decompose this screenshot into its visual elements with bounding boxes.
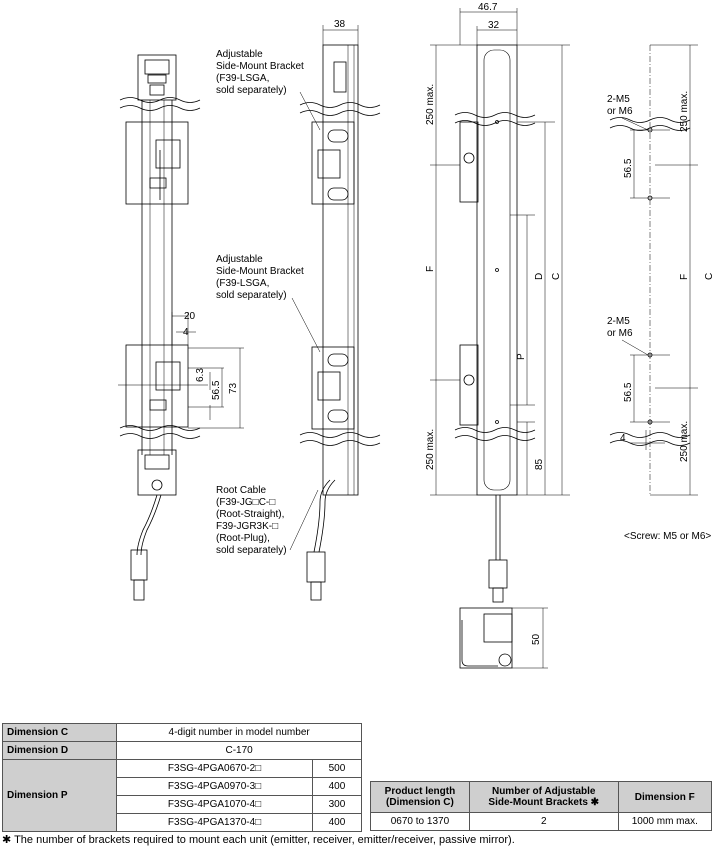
svg-text:or M6: or M6 <box>607 106 633 117</box>
dim-d-value: C-170 <box>116 741 362 760</box>
dim-250-bottom: 250 max. <box>425 429 436 470</box>
rear-view <box>430 8 570 603</box>
svg-text:2-M5: 2-M5 <box>607 316 630 327</box>
dim-50: 50 <box>531 633 542 645</box>
side-cable <box>313 479 331 553</box>
table-row-model: F3SG-4PGA1070-4□ <box>116 795 313 814</box>
bracket-label-a: Adjustable Side-Mount Bracket (F39-LSGA,… <box>216 49 304 96</box>
dim-6-3: 6.3 <box>195 368 206 382</box>
table-row-value: 300 <box>311 795 363 814</box>
dim-d-label: Dimension D <box>1 741 118 760</box>
dim-c-label: Dimension C <box>1 723 118 742</box>
svg-text:2-M5: 2-M5 <box>607 94 630 105</box>
svg-text:Side-Mount Bracket: Side-Mount Bracket <box>216 266 304 277</box>
dim-85: 85 <box>534 458 545 470</box>
dim-C-right: C <box>704 273 715 280</box>
dim-c-value: 4-digit number in model number <box>116 723 362 742</box>
bottom-view-text: 50 <box>531 633 542 645</box>
table-row-value: 400 <box>311 777 363 796</box>
table-row-value: 400 <box>311 813 363 832</box>
dim-F-right: F <box>679 274 690 280</box>
table-row-model: F3SG-4PGA1370-4□ <box>116 813 313 832</box>
table-row-model: F3SG-4PGA0970-3□ <box>116 777 313 796</box>
top-cap <box>137 54 177 101</box>
dimensions-table: Dimension C 4-digit number in model numb… <box>1 723 363 832</box>
svg-text:(F39-JG□C-□: (F39-JG□C-□ <box>216 497 275 508</box>
table-row-model: F3SG-4PGA0670-2□ <box>116 759 313 778</box>
table-row-value: 500 <box>311 759 363 778</box>
footnote: ✱ The number of brackets required to mou… <box>2 834 515 846</box>
dim-4-right: 4 <box>620 433 626 444</box>
bracket-spec-table: Product length(Dimension C) Number of Ad… <box>370 781 713 831</box>
dim-46-7: 46.7 <box>478 2 498 13</box>
dim-250-bottom-right: 250 max. <box>679 421 690 462</box>
dim-F: F <box>425 266 436 272</box>
side-view-text: 38 Adjustable Side-Mount Bracket (F39-LS… <box>216 19 346 556</box>
svg-text:or M6: or M6 <box>607 328 633 339</box>
upper-bracket <box>125 121 189 205</box>
lower-bracket <box>125 344 189 428</box>
screw-note: <Screw: M5 or M6> <box>624 531 711 542</box>
front-view <box>118 54 244 601</box>
svg-text:F39-JGR3K-□: F39-JGR3K-□ <box>216 521 278 532</box>
header-product-length: Product length(Dimension C) <box>370 781 470 813</box>
front-view-dim-text: 20 4 6.3 56.5 73 <box>183 311 239 400</box>
rear-profile <box>476 44 518 496</box>
rear-view-text: 46.7 32 250 max. F 250 max. P D C 85 <box>425 2 562 470</box>
svg-text:Side-Mount Bracket: Side-Mount Bracket <box>216 61 304 72</box>
svg-text:sold separately): sold separately) <box>216 85 287 96</box>
dim-250-top: 250 max. <box>425 84 436 125</box>
svg-text:(Root-Straight),: (Root-Straight), <box>216 509 284 520</box>
svg-text:(F39-LSGA,: (F39-LSGA, <box>216 278 269 289</box>
dim-4: 4 <box>183 327 189 338</box>
dim-56-5-top: 56.5 <box>623 158 634 178</box>
dim-D: D <box>534 273 545 280</box>
rear-lower-bracket <box>459 344 479 426</box>
hole-layout-text: 2-M5 or M6 2-M5 or M6 56.5 56.5 4 250 ma… <box>607 91 715 542</box>
dim-38: 38 <box>334 19 346 30</box>
svg-text:sold separately): sold separately) <box>216 545 287 556</box>
dim-32: 32 <box>488 20 500 31</box>
dim-73: 73 <box>228 382 239 394</box>
dim-P: P <box>516 353 527 360</box>
dim-C: C <box>551 273 562 280</box>
bottom-outline <box>459 607 513 669</box>
bottom-view <box>459 607 548 669</box>
dim-p-label: Dimension P <box>1 759 118 832</box>
svg-text:Adjustable: Adjustable <box>216 49 263 60</box>
side-upper-bracket <box>311 121 355 205</box>
header-dimension-f: Dimension F <box>617 781 713 813</box>
svg-text:Root Cable: Root Cable <box>216 485 266 496</box>
svg-text:(Root-Plug),: (Root-Plug), <box>216 533 270 544</box>
side-lower-bracket <box>311 346 355 430</box>
side-view <box>289 25 381 601</box>
svg-text:(F39-LSGA,: (F39-LSGA, <box>216 73 269 84</box>
side-profile <box>322 44 359 496</box>
cell-bracket-count: 2 <box>468 812 619 831</box>
root-cable-label: Root Cable (F39-JG□C-□ (Root-Straight), … <box>216 485 287 556</box>
dimension-drawing: 20 4 6.3 56.5 73 <box>118 2 715 669</box>
svg-text:sold separately): sold separately) <box>216 290 287 301</box>
bottom-cap <box>137 449 177 496</box>
rear-upper-bracket <box>459 121 479 203</box>
dim-56-5-bottom: 56.5 <box>623 382 634 402</box>
cable <box>136 494 158 556</box>
cell-product-length: 0670 to 1370 <box>370 812 470 831</box>
cell-dimension-f: 1000 mm max. <box>617 812 713 831</box>
svg-text:Adjustable: Adjustable <box>216 254 263 265</box>
dim-20: 20 <box>184 311 196 322</box>
dim-250-top-right: 250 max. <box>679 91 690 132</box>
dim-56-5: 56.5 <box>211 380 222 400</box>
hole-layout <box>609 44 698 496</box>
bracket-label-b: Adjustable Side-Mount Bracket (F39-LSGA,… <box>216 254 304 301</box>
